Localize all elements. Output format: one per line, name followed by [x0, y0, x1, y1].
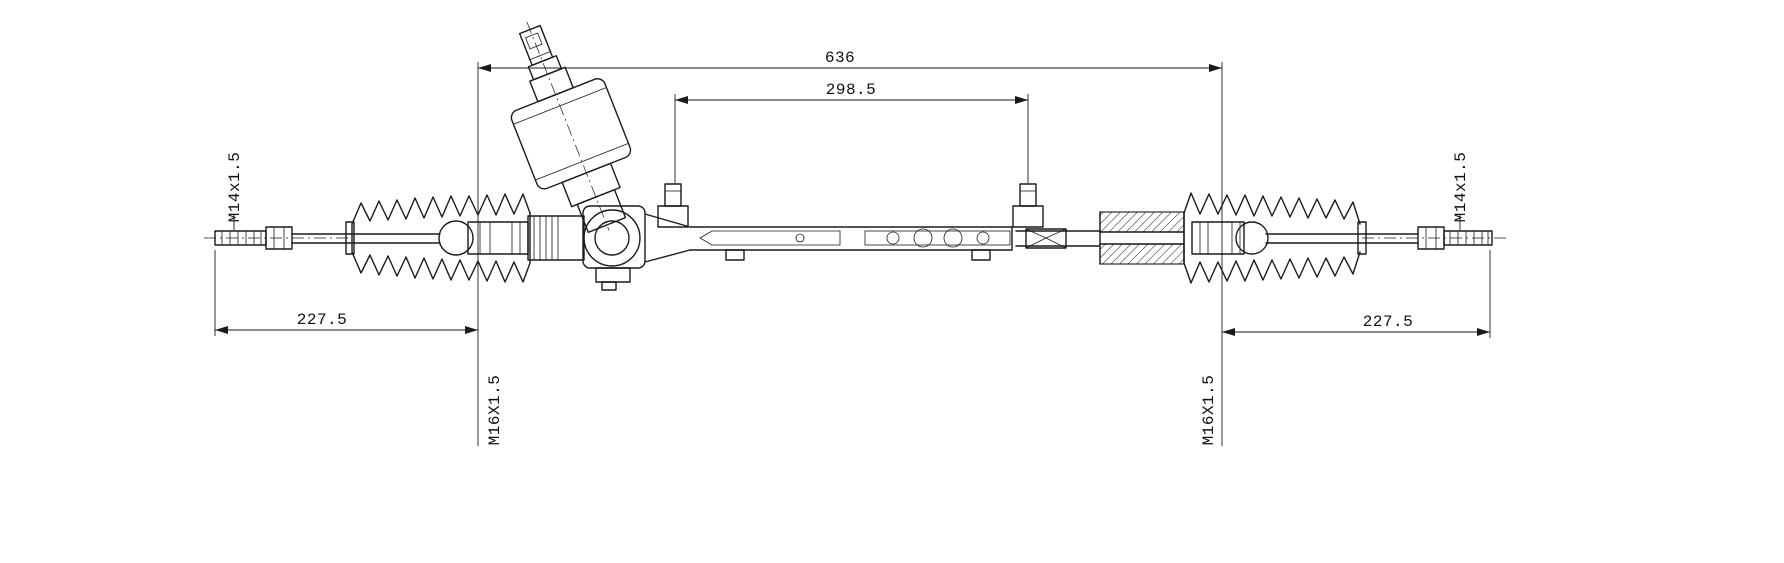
dim-label-right-227-5: 227.5: [1363, 313, 1414, 331]
thread-callout-right-m16: M16X1.5: [1200, 375, 1218, 446]
rack-end-joint: [1025, 228, 1067, 249]
dimension-mount-298-5: 298.5: [674, 81, 1029, 183]
bump-stop-right: [971, 249, 991, 261]
left-tie-rod: [214, 226, 441, 250]
input-shaft-assembly: [510, 22, 632, 234]
steering-gear-housing: [527, 205, 691, 291]
dim-label-636: 636: [825, 49, 855, 67]
right-tie-rod: [1265, 226, 1493, 250]
thread-label-right-m16: M16X1.5: [1200, 375, 1218, 446]
dim-label-left-227-5: 227.5: [297, 311, 348, 329]
dimension-left-227-5: 227.5: [214, 250, 478, 336]
thread-callout-right-m14: M14x1.5: [1452, 152, 1470, 230]
mount-bolt-left: [664, 183, 682, 207]
rack-tube: [689, 226, 1101, 261]
dimension-right-227-5: 227.5: [1222, 250, 1491, 338]
right-bellows-boot: [1183, 192, 1367, 284]
thread-callout-left-m14: M14x1.5: [226, 152, 244, 230]
input-shaft-slot: [525, 32, 543, 50]
thread-label-left-m14: M14x1.5: [226, 152, 244, 223]
thread-callout-left-m16: M16X1.5: [486, 375, 504, 446]
dimension-overall-636: 636: [477, 49, 1223, 446]
mounting-bosses: [657, 183, 1044, 228]
left-inner-ball-joint: [438, 220, 529, 256]
bump-stop-left: [725, 249, 745, 261]
right-mount-bushing: [1099, 211, 1185, 265]
left-bellows-boot: [345, 193, 531, 283]
mount-bolt-right: [1019, 183, 1037, 207]
right-inner-ball-joint: [1191, 221, 1269, 255]
thread-label-right-m14: M14x1.5: [1452, 152, 1470, 223]
thread-label-left-m16: M16X1.5: [486, 375, 504, 446]
left-jam-nut: [265, 226, 293, 250]
dim-label-298-5: 298.5: [826, 81, 877, 99]
